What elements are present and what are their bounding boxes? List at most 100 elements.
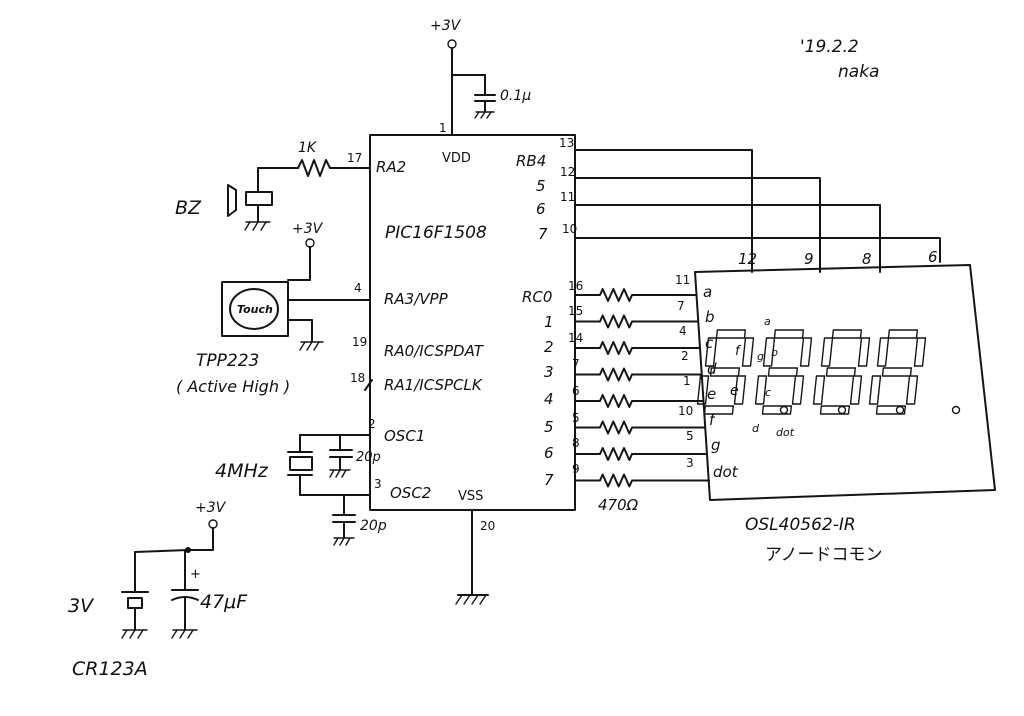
touch-sensor: +3V Touch TPP223 ( Active High ): [176, 221, 371, 396]
display-segment-label: f: [709, 411, 717, 429]
vdd-pin-number: 1: [439, 121, 447, 135]
display-segment-pin: 5: [686, 429, 694, 443]
osc-cap1-label: 20p: [356, 450, 381, 465]
digit-segment: [704, 337, 718, 367]
mcu-pin-number: 19: [352, 335, 367, 349]
display-segment-label: b: [705, 308, 715, 326]
display-digit-pin: 12: [738, 250, 757, 268]
display-digit-pin: 9: [804, 250, 814, 268]
segment-legend-f: f: [735, 344, 742, 359]
rc-resistor-line: [574, 341, 700, 355]
mcu-pin-label: 6: [544, 444, 554, 462]
mcu-pin-label: 7: [538, 225, 548, 243]
display-digit-pin: 6: [928, 248, 938, 266]
mcu-pin-label: RB4: [516, 152, 546, 170]
digit-segment: [762, 337, 776, 367]
touch-button-text: Touch: [237, 303, 273, 316]
decoupling-cap-label: 0.1μ: [500, 88, 531, 104]
segment-legend-a: a: [764, 315, 771, 328]
cap-polarity: +: [190, 567, 201, 582]
vdd-supply-label: +3V: [430, 18, 462, 34]
battery-cap-label: 47μF: [200, 591, 248, 613]
touch-part-label: TPP223: [196, 351, 259, 371]
battery-part-label: CR123A: [72, 658, 148, 680]
mcu-pin-number: 2: [368, 417, 376, 431]
note-date: '19.2.2: [800, 37, 859, 57]
mcu-pin-number: 14: [568, 331, 583, 345]
digit-segment: [761, 405, 793, 415]
mcu-pin-label: 2: [544, 338, 554, 356]
crystal-label: 4MHz: [215, 460, 269, 482]
mcu-pin-number: 7: [572, 357, 580, 371]
display-segment-pin: 3: [686, 456, 694, 470]
segment-legend-b: b: [771, 346, 778, 359]
digit-segment: [703, 405, 735, 415]
rc-resistor-lines: [574, 288, 710, 488]
mcu-pin-label: 6: [536, 200, 546, 218]
mcu-pin-label: OSC1: [384, 427, 425, 445]
digit-segment: [913, 337, 927, 367]
mcu-pin-label: 5: [544, 418, 554, 436]
digit-dot: [895, 405, 905, 415]
mcu-pin-number: 12: [560, 165, 575, 179]
display-segment-pin: 7: [677, 299, 685, 313]
mcu-pin-label: RA0/ICSPDAT: [384, 342, 485, 360]
digit-segment: [819, 405, 851, 415]
mcu-pin-number: 11: [560, 190, 575, 204]
digit-segment: [773, 329, 805, 339]
mcu-pin-number: 6: [572, 384, 580, 398]
display-segment-label: g: [711, 436, 721, 454]
note-author: naka: [838, 62, 879, 82]
vss-pin-number: 20: [480, 519, 495, 533]
mcu-vss-label: VSS: [458, 489, 483, 504]
display-segment-pin: 10: [678, 404, 693, 418]
digit-segment: [696, 375, 710, 405]
mcu-pin-label: 5: [536, 177, 546, 195]
rc-resistor-line: [574, 288, 696, 302]
vdd-supply: +3V 0.1μ 1: [430, 18, 531, 136]
touch-note-label: ( Active High ): [176, 377, 290, 396]
digit-segment: [831, 329, 863, 339]
mcu-pin-label: OSC2: [390, 484, 431, 502]
display-digit-pin: 8: [862, 250, 872, 268]
buzzer-circuit: 1K BZ: [175, 140, 371, 231]
mcu-pin-number: 10: [562, 222, 577, 236]
segment-legend-dot: dot: [776, 426, 795, 439]
mcu-pin-label: 3: [544, 363, 554, 381]
display-type-label: アノードコモン: [765, 545, 882, 565]
battery-circuit: +3V 3V CR123A + 47μF: [68, 500, 248, 680]
segment-legend-c: c: [765, 386, 771, 399]
display-segment-label: d: [707, 360, 717, 378]
segment-legend-g: g: [757, 350, 764, 363]
mcu-rc-pins: RC0 1 2 3 4 5 6 7 16 15 14 7 6 5 8 9 470…: [522, 279, 710, 514]
digit-segment: [709, 367, 741, 377]
digit-segment: [715, 329, 747, 339]
segment-legend-d: d: [752, 422, 760, 435]
rc-resistor-line: [574, 447, 708, 461]
display-segment-label: dot: [713, 463, 739, 481]
digit-segment: [905, 375, 919, 405]
mcu-pin-label: RA2: [376, 158, 406, 176]
mcu-vdd-label: VDD: [442, 151, 471, 166]
display-segment-label: a: [703, 283, 712, 301]
mcu-pin-number: 15: [568, 304, 583, 318]
digit-segment: [849, 375, 863, 405]
segment-legend-e: e: [730, 383, 739, 399]
digit-segment: [767, 367, 799, 377]
digit-segment: [791, 375, 805, 405]
display-segment-pin: 2: [681, 349, 689, 363]
display-segment-label: c: [705, 334, 714, 352]
battery-supply-label: +3V: [195, 500, 227, 516]
vss-ground: 20: [455, 509, 495, 605]
resistor-array-label: 470Ω: [598, 496, 639, 514]
display-part-label: OSL40562-IR: [745, 515, 856, 535]
display-digits: [696, 329, 961, 415]
mcu-pin-label: 1: [544, 313, 554, 331]
digit-segment: [754, 375, 768, 405]
digit-dot: [779, 405, 789, 415]
digit-segment: [857, 337, 871, 367]
digit-segment: [812, 375, 826, 405]
battery-voltage-label: 3V: [68, 595, 95, 617]
mcu-pin-label: 4: [544, 390, 554, 408]
